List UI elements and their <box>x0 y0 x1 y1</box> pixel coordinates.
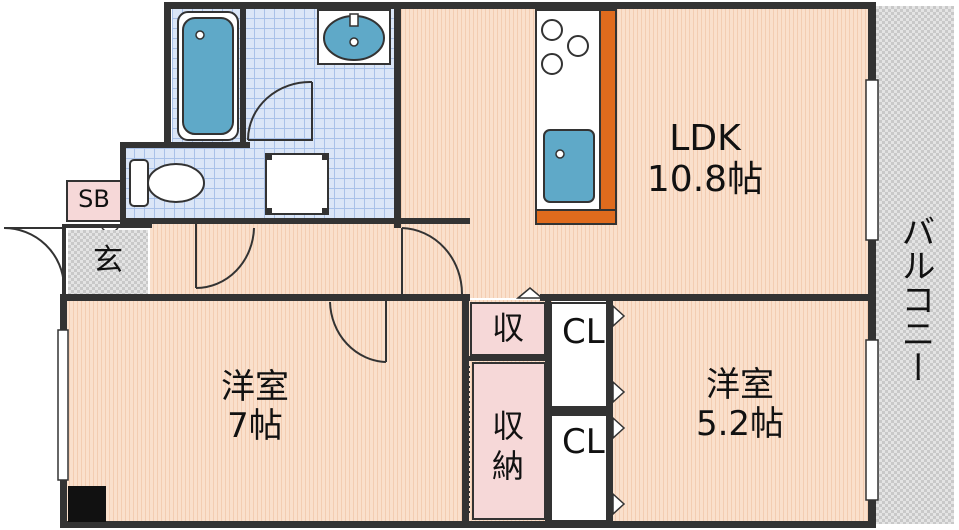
outer-wall-top <box>164 2 874 9</box>
closet-door-marker <box>612 416 626 440</box>
bathtub-drain <box>195 30 205 40</box>
kitchen-counter-base <box>535 209 617 225</box>
step-marker <box>515 287 545 299</box>
bathtub-basin <box>182 17 234 135</box>
wall-corridor-top <box>120 218 470 224</box>
entrance-floor <box>68 230 148 294</box>
toilet-door <box>195 222 255 289</box>
outer-wall-right <box>868 2 876 528</box>
closet-door-marker <box>612 304 626 328</box>
storage-small-label: 収 <box>491 309 524 347</box>
closet-upper <box>550 302 608 408</box>
western-room-52-size: 5.2帖 <box>695 404 785 445</box>
western-room-7-floor <box>66 300 466 522</box>
window-room52 <box>865 339 879 501</box>
toilet-tank <box>129 159 149 207</box>
wall-bath-wash <box>240 2 246 148</box>
kitchen-sink-drain <box>555 149 565 159</box>
kitchen-sink <box>543 129 595 203</box>
ldk-size: 10.8帖 <box>646 159 764 201</box>
wall-rooms-top-left <box>60 294 470 301</box>
wall-closet-divider <box>548 408 610 414</box>
room7-door <box>329 300 387 363</box>
storage-small <box>470 302 546 356</box>
western-room-52-label: 洋室 5.2帖 <box>670 365 810 445</box>
window-room7 <box>57 329 69 481</box>
wall-toilet-top <box>120 142 250 148</box>
shoe-box <box>66 180 122 222</box>
ldk-name: LDK <box>669 118 741 159</box>
bath-door <box>247 80 313 141</box>
wall-room7-right <box>462 294 469 528</box>
closet-door-marker <box>612 492 626 516</box>
outer-wall-left-upper <box>164 2 171 146</box>
window-ldk <box>865 79 879 241</box>
balcony-label: バルコニー <box>895 214 935 384</box>
ldk-door <box>401 227 463 296</box>
western-room-7-label: 洋室 7帖 <box>195 367 315 447</box>
storage-large-label: 収納 <box>491 407 524 485</box>
closet-door-marker <box>612 380 626 404</box>
ldk-label: LDK 10.8帖 <box>620 118 790 201</box>
stove-burner <box>541 53 563 75</box>
western-room-52-name: 洋室 <box>706 365 774 405</box>
wall-wash-ldk <box>394 2 401 228</box>
storage-large <box>472 362 546 520</box>
hallway-floor <box>150 222 470 298</box>
entrance-label: 玄 <box>93 243 123 278</box>
western-room-52-floor <box>612 300 870 522</box>
wall-storage-divider <box>468 356 548 361</box>
closet-upper-label: CL <box>562 312 605 352</box>
shoe-box-label: SB <box>78 185 110 213</box>
wall-rooms-top-right <box>540 294 874 301</box>
stove-burner <box>541 19 563 41</box>
balcony-area <box>876 6 954 524</box>
washbasin-faucet <box>349 13 359 27</box>
washing-machine-pan <box>265 153 329 215</box>
western-room-7-size: 7帖 <box>227 406 283 447</box>
wall-toilet-left <box>120 142 126 226</box>
stove-burner <box>567 35 589 57</box>
ldk-floor <box>398 8 870 298</box>
wall-entrance-top <box>62 224 152 228</box>
entrance-door <box>3 227 65 287</box>
toilet-bowl <box>147 163 205 203</box>
closet-lower-label: CL <box>562 422 605 462</box>
closet-lower <box>550 414 608 522</box>
structural-column <box>68 486 106 522</box>
washbasin-drain <box>349 37 359 47</box>
western-room-7-name: 洋室 <box>221 367 289 407</box>
